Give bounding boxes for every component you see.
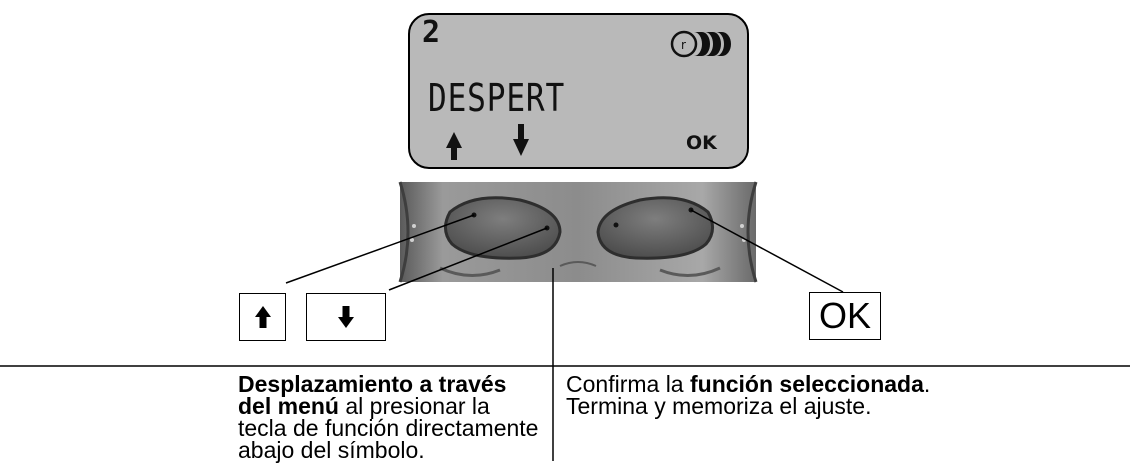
lcd-arrow-down-icon <box>513 124 529 156</box>
battery-icon: r <box>670 30 731 58</box>
arrow-down-key[interactable] <box>306 293 386 341</box>
confirm-description-suffix: . <box>923 371 931 397</box>
lcd-indicator: 2 <box>422 15 441 50</box>
ok-key[interactable]: OK <box>809 292 881 340</box>
lcd-menu-word: DESPERT <box>428 76 566 120</box>
ok-key-label: OK <box>818 295 871 336</box>
arrow-down-icon <box>338 306 354 328</box>
arrow-up-icon <box>254 306 271 328</box>
lcd-ok-label: OK <box>686 132 717 154</box>
arrow-up-key[interactable] <box>239 293 286 341</box>
softkey-left-button[interactable] <box>444 196 562 260</box>
svg-text:r: r <box>681 38 686 52</box>
callout-lines <box>0 209 1130 461</box>
confirm-description: Confirma la función seleccionada. Termina… <box>566 371 986 419</box>
lcd-arrow-up-icon <box>446 132 462 160</box>
lcd-screen <box>408 13 749 169</box>
scroll-description-text: al presionar la tecla de función directa… <box>238 393 539 463</box>
scroll-description: Desplazamiento a través del menú al pres… <box>238 371 544 463</box>
scroll-description-bold: Desplazamiento a través del menú <box>238 371 507 419</box>
softkey-right-button[interactable] <box>596 196 714 260</box>
confirm-description-bold: función seleccionada <box>689 371 924 397</box>
confirm-description-prefix: Confirma la <box>566 371 690 397</box>
confirm-description-line2: Termina y memoriza el ajuste. <box>566 393 872 419</box>
